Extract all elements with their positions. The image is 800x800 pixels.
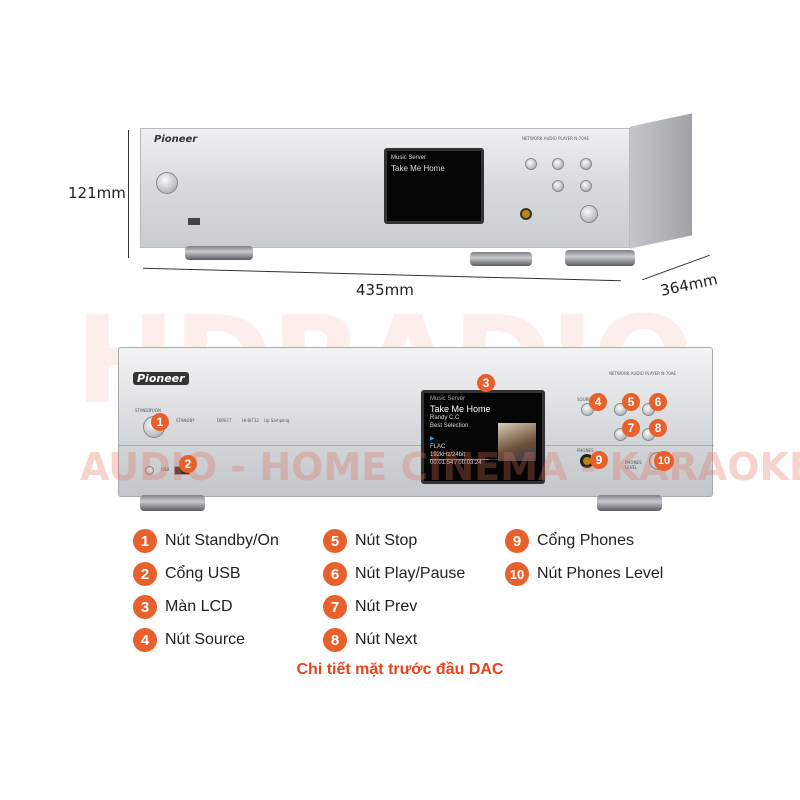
legend-label: Nút Play/Pause	[355, 565, 466, 582]
play-icon: ▶	[430, 436, 435, 443]
legend-label: Nút Next	[355, 631, 418, 648]
legend-number: 5	[323, 529, 347, 553]
legend-item: 8 Nút Next	[323, 628, 417, 652]
legend-number: 9	[505, 529, 529, 553]
source-button-top[interactable]	[525, 158, 537, 170]
legend-number: 3	[133, 595, 157, 619]
screen-title: Take Me Home	[430, 403, 491, 414]
indicator-hibit: HI-BIT32	[242, 418, 259, 423]
screen-format: FLAC	[430, 443, 446, 450]
stop-button-top[interactable]	[552, 158, 564, 170]
legend: 1 Nút Standby/On 2 Cổng USB 3 Màn LCD 4 Nút …	[133, 529, 693, 659]
legend-label: Cổng Phones	[537, 532, 634, 549]
prev-button-top[interactable]	[552, 180, 564, 192]
callout-3: 3	[477, 374, 495, 392]
callout-5: 5	[622, 393, 640, 411]
legend-label: Nút Stop	[355, 532, 418, 549]
legend-label: Nút Source	[165, 631, 246, 648]
legend-label: Màn LCD	[165, 598, 233, 615]
usb-label: USB	[161, 467, 170, 472]
album-art	[498, 423, 536, 461]
screen-album: Best Selection	[430, 423, 469, 430]
callout-1: 1	[151, 413, 169, 431]
source-label: SOURCE	[577, 397, 594, 402]
legend-number: 4	[133, 628, 157, 652]
legend-item: 3 Màn LCD	[133, 595, 233, 619]
progress-bar	[430, 459, 536, 461]
device-top-view: Pioneer NETWORK AUDIO PLAYER N-70AE Musi…	[140, 113, 695, 270]
foot-right	[597, 495, 662, 511]
height-arrow	[128, 130, 129, 258]
phones-level-label: PHONES LEVEL	[625, 460, 642, 470]
indicator-upsampling: Up Sampling	[264, 418, 290, 423]
legend-item: 5 Nút Stop	[323, 529, 417, 553]
standby-label: STANDBY/ON	[135, 408, 161, 413]
foot-left	[140, 495, 205, 511]
callout-10: 10	[654, 451, 674, 471]
legend-item: 6 Nút Play/Pause	[323, 562, 465, 586]
indicator-standby: STANDBY	[176, 418, 195, 423]
legend-item: 1 Nút Standby/On	[133, 529, 279, 553]
callout-9: 9	[590, 451, 608, 469]
legend-number: 6	[323, 562, 347, 586]
callout-2: 2	[179, 455, 197, 473]
legend-number: 2	[133, 562, 157, 586]
legend-number: 8	[323, 628, 347, 652]
screen-header: Music Server	[430, 396, 466, 402]
legend-label: Nút Phones Level	[537, 565, 664, 582]
play-button-top[interactable]	[580, 158, 592, 170]
legend-label: Nút Standby/On	[165, 532, 279, 549]
screen-title: Take Me Home	[391, 164, 445, 173]
callout-6: 6	[649, 393, 667, 411]
legend-item: 2 Cổng USB	[133, 562, 241, 586]
callout-8: 8	[649, 419, 667, 437]
width-label: 435mm	[356, 281, 414, 299]
legend-number: 10	[505, 562, 529, 586]
legend-item: 4 Nút Source	[133, 628, 245, 652]
next-button-top[interactable]	[580, 180, 592, 192]
screen-artist: Randy C.C	[430, 415, 460, 422]
legend-item: 9 Cổng Phones	[505, 529, 634, 553]
legend-item: 10 Nút Phones Level	[505, 562, 663, 586]
screen-header: Music Server	[391, 155, 427, 161]
brand-logo-front: Pioneer	[133, 372, 189, 385]
legend-item: 7 Nút Prev	[323, 595, 417, 619]
callout-7: 7	[622, 419, 640, 437]
model-label-front: NETWORK AUDIO PLAYER N-70AE	[609, 371, 677, 376]
standby-button[interactable]	[156, 172, 178, 194]
phones-level-knob-top[interactable]	[580, 205, 598, 223]
lcd-screen: Music Server Take Me Home	[384, 148, 484, 224]
phones-jack-top[interactable]	[520, 208, 532, 220]
legend-number: 1	[133, 529, 157, 553]
brand-logo: Pioneer	[154, 134, 198, 145]
legend-number: 7	[323, 595, 347, 619]
model-label: NETWORK AUDIO PLAYER N-70AE	[522, 136, 590, 141]
caption: Chi tiết mặt trước đầu DAC	[296, 661, 504, 678]
phones-label: PHONES	[577, 448, 594, 453]
callout-4: 4	[589, 393, 607, 411]
legend-label: Nút Prev	[355, 598, 418, 615]
usb-port[interactable]	[188, 218, 200, 225]
depth-label: 364mm	[658, 270, 720, 300]
height-label: 121mm	[68, 184, 126, 202]
eject-button[interactable]	[145, 466, 154, 475]
screen-time: 00:01:54 / 00:03:24	[430, 460, 482, 467]
lcd-screen: Music Server Take Me Home Randy C.C Best…	[421, 390, 545, 484]
legend-label: Cổng USB	[165, 565, 241, 582]
screen-rate: 192kHz/24bit	[430, 451, 466, 458]
indicator-direct: DIRECT	[217, 418, 232, 423]
